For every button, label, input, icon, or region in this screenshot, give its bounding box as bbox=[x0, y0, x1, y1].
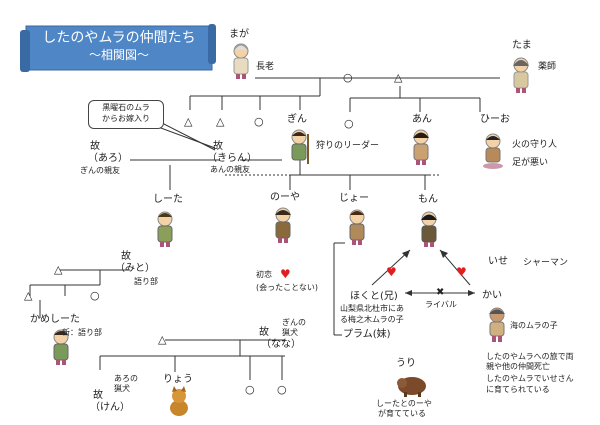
unknown-male-symbol: △ bbox=[158, 333, 167, 346]
unknown-female-symbol: ○ bbox=[90, 289, 100, 302]
figure-noya bbox=[270, 206, 296, 244]
tama-role: 薬師 bbox=[538, 62, 557, 72]
mito-name: （みと） bbox=[115, 263, 155, 274]
nana-role2: 猟犬 bbox=[282, 328, 298, 337]
hokuto-desc2: る梅之木ムラの子 bbox=[340, 315, 404, 324]
heart-icon: ♥ bbox=[280, 267, 291, 281]
rival-label: ライバル bbox=[425, 300, 457, 309]
tama-name: たま bbox=[512, 40, 532, 51]
an-name: あん bbox=[412, 114, 432, 125]
title-main: したのやムラの仲間たち bbox=[42, 30, 196, 46]
kiran-role: あんの親友 bbox=[210, 165, 250, 174]
figure-gin bbox=[286, 128, 312, 166]
unknown-female-symbol: ○ bbox=[344, 117, 354, 130]
aro-prefix: 故 bbox=[90, 141, 100, 152]
callout-line1: 黒曜石のムラ bbox=[102, 103, 150, 112]
unknown-female-symbol: ○ bbox=[254, 115, 264, 128]
aro-role: ぎんの親友 bbox=[80, 166, 120, 175]
kai-name: かい bbox=[482, 290, 502, 301]
hio-role2: 足が悪い bbox=[512, 158, 549, 168]
gin-name: ぎん bbox=[287, 114, 307, 125]
heart-icon: ♥ bbox=[386, 265, 397, 279]
dog-ryou-icon bbox=[166, 386, 192, 420]
title-sub: 〜相関図〜 bbox=[88, 48, 149, 62]
figure-maga bbox=[228, 42, 254, 80]
unknown-male-symbol: △ bbox=[184, 115, 193, 128]
kai-desc4: したのやムラでいせさん bbox=[486, 374, 574, 383]
scroll-banner-shape bbox=[20, 24, 216, 72]
hokuto-name: ほくと(兄) bbox=[350, 291, 398, 302]
uri-desc1: しーたとのーや bbox=[376, 399, 432, 408]
title-banner: したのやムラの仲間たち 〜相関図〜 bbox=[18, 22, 218, 74]
shita-name: しーた bbox=[153, 194, 183, 205]
aro-name: （あろ） bbox=[88, 153, 128, 164]
kai-desc2: したのやムラへの旅で両 bbox=[486, 352, 574, 361]
ken-name: （けん） bbox=[90, 402, 130, 413]
unknown-female-symbol: ○ bbox=[343, 71, 353, 84]
kiran-name: （きらん） bbox=[207, 153, 257, 164]
callout-bubble: 黒曜石のムラ からお嫁入り bbox=[88, 100, 164, 129]
hatsukoi-label: 初恋 bbox=[256, 270, 272, 279]
figure-an bbox=[408, 128, 434, 166]
ise-name: いせ bbox=[488, 256, 508, 267]
gin-role: 狩りのリーダー bbox=[316, 141, 380, 151]
cross-icon: ✖ bbox=[436, 287, 445, 298]
unknown-male-symbol: △ bbox=[54, 263, 63, 276]
noya-name: のーや bbox=[270, 192, 300, 203]
ken-role2: 猟犬 bbox=[114, 384, 130, 393]
callout-line2: からお嫁入り bbox=[102, 114, 150, 123]
maga-name: まが bbox=[229, 29, 249, 40]
figure-mon bbox=[416, 210, 442, 248]
ryou-name: りょう bbox=[163, 374, 193, 385]
kai-desc5: に育てられている bbox=[486, 385, 550, 394]
boar-uri-icon bbox=[396, 372, 428, 398]
unknown-male-symbol: △ bbox=[216, 115, 225, 128]
kai-desc3: 親や他の仲間死亡 bbox=[486, 362, 550, 371]
mito-role: 語り部 bbox=[134, 277, 158, 286]
mon-name: もん bbox=[418, 194, 438, 205]
maga-role: 長老 bbox=[256, 62, 275, 72]
kameshita-name: かめしーた bbox=[30, 314, 80, 325]
nana-name: （なな） bbox=[261, 339, 301, 350]
figure-shita bbox=[152, 210, 178, 248]
hio-name: ひーお bbox=[480, 114, 510, 125]
heart-icon: ♥ bbox=[456, 265, 467, 279]
uri-name: うり bbox=[396, 358, 416, 369]
figure-hio bbox=[480, 132, 506, 170]
kiran-prefix: 故 bbox=[213, 141, 223, 152]
hio-role1: 火の守り人 bbox=[512, 140, 558, 150]
kai-desc1: 海のムラの子 bbox=[510, 321, 558, 330]
puramu-name: プラム(妹) bbox=[343, 329, 391, 340]
ken-role1: あろの bbox=[114, 374, 138, 383]
mito-prefix: 故 bbox=[121, 251, 131, 262]
figure-jo bbox=[344, 208, 370, 246]
nana-prefix: 故 bbox=[259, 327, 269, 338]
uri-desc2: が育てている bbox=[378, 409, 426, 418]
jo-name: じょー bbox=[339, 193, 369, 204]
unknown-female-symbol: ○ bbox=[277, 383, 287, 396]
unknown-male-symbol: △ bbox=[24, 289, 33, 302]
kameshita-role: 新：語り部 bbox=[62, 328, 102, 337]
figure-kai bbox=[484, 306, 510, 344]
figure-kameshita bbox=[48, 328, 74, 366]
unknown-female-symbol: ○ bbox=[245, 383, 255, 396]
figure-tama bbox=[508, 56, 534, 94]
unknown-male-symbol: △ bbox=[394, 71, 403, 84]
ken-prefix: 故 bbox=[93, 390, 103, 401]
hokuto-desc1: 山梨県北杜市にあ bbox=[340, 304, 404, 313]
ise-role: シャーマン bbox=[523, 258, 569, 268]
nana-role1: ぎんの bbox=[282, 318, 306, 327]
hatsukoi-note: (会ったことない) bbox=[256, 283, 319, 292]
